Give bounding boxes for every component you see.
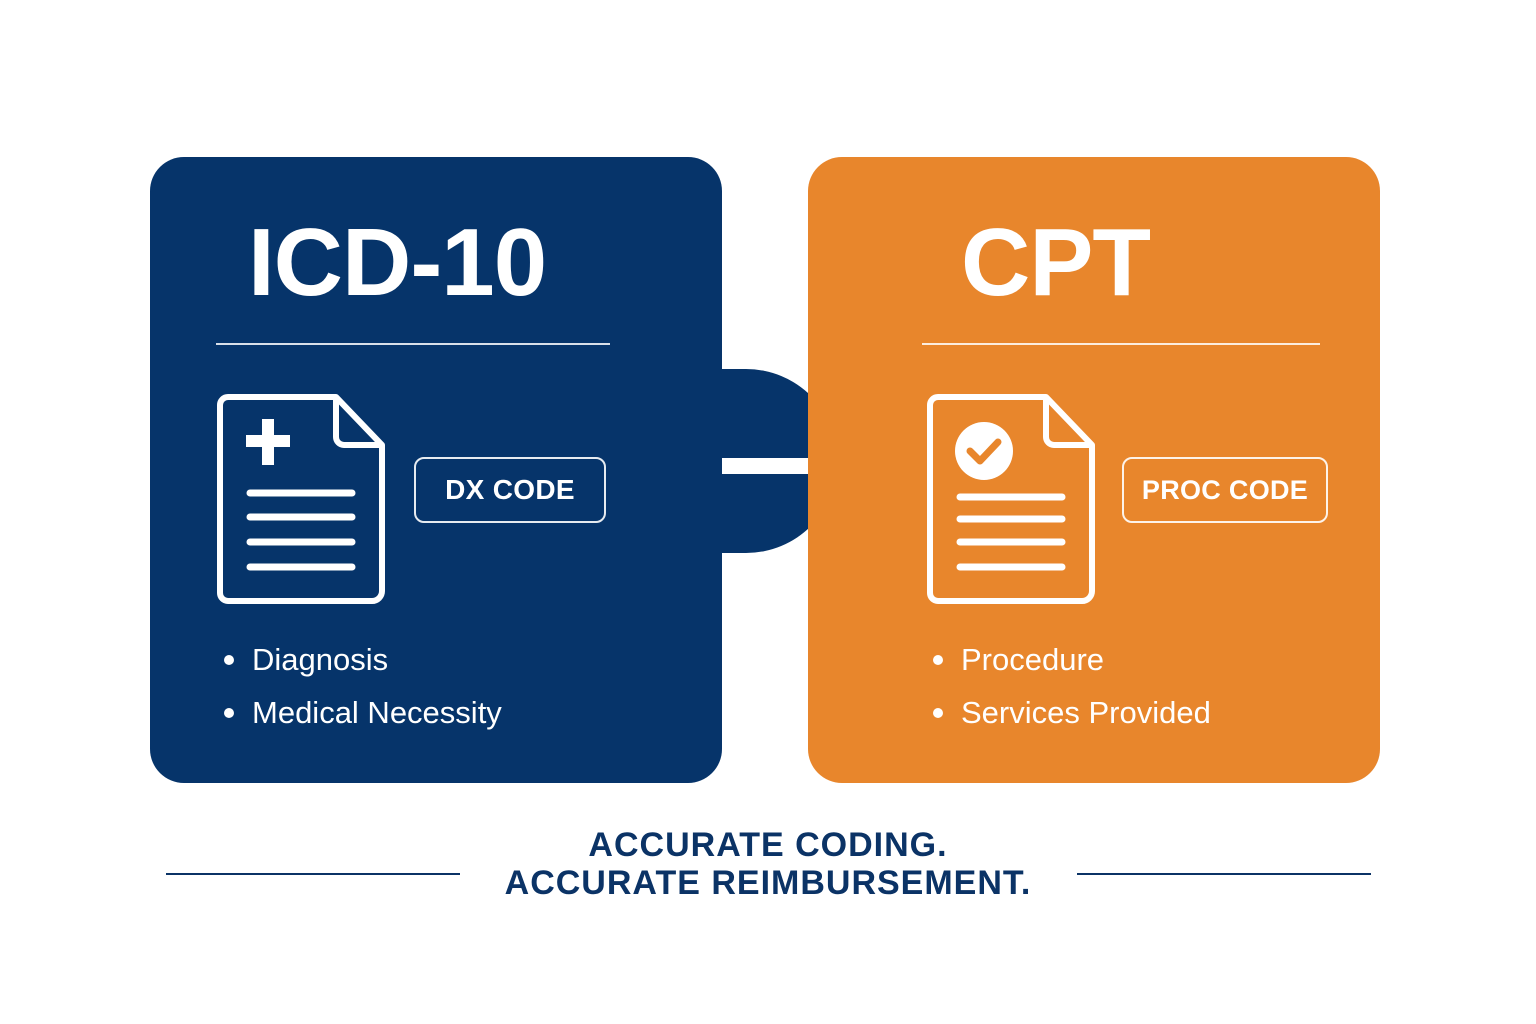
tagline-line-2: ACCURATE REIMBURSEMENT. <box>504 864 1032 902</box>
tagline-rule-left <box>166 873 460 875</box>
bullet-item: Diagnosis <box>223 640 502 693</box>
bullet-item: Procedure <box>932 640 1211 693</box>
cpt-card: CPT PROC CODE Procedure Services Provide… <box>808 157 1380 783</box>
checked-document-icon <box>927 394 1095 604</box>
dx-code-tag: DX CODE <box>414 457 606 523</box>
bullet-item: Medical Necessity <box>223 693 502 746</box>
cpt-title: CPT <box>961 209 1151 316</box>
tagline: ACCURATE CODING. ACCURATE REIMBURSEMENT. <box>0 826 1536 902</box>
bullet-text: Procedure <box>961 642 1105 677</box>
bullet-dot <box>933 655 943 665</box>
proc-code-tag: PROC CODE <box>1122 457 1328 523</box>
medical-document-icon <box>217 394 385 604</box>
cpt-title-divider <box>922 343 1320 345</box>
bullet-item: Services Provided <box>932 693 1211 746</box>
icd10-title-divider <box>216 343 610 345</box>
bullet-text: Medical Necessity <box>252 695 502 730</box>
bullet-dot <box>933 708 943 718</box>
icd10-title: ICD-10 <box>248 209 547 316</box>
bullet-dot <box>224 655 234 665</box>
icd10-bullet-list: Diagnosis Medical Necessity <box>223 640 502 746</box>
bullet-text: Services Provided <box>961 695 1211 730</box>
cpt-bullet-list: Procedure Services Provided <box>932 640 1211 746</box>
bullet-text: Diagnosis <box>252 642 389 677</box>
tagline-rule-right <box>1077 873 1371 875</box>
tagline-line-1: ACCURATE CODING. <box>588 826 948 864</box>
icd10-card: ICD-10 DX CODE Diagnosis Medical Necessi… <box>150 157 722 783</box>
bullet-dot <box>224 708 234 718</box>
